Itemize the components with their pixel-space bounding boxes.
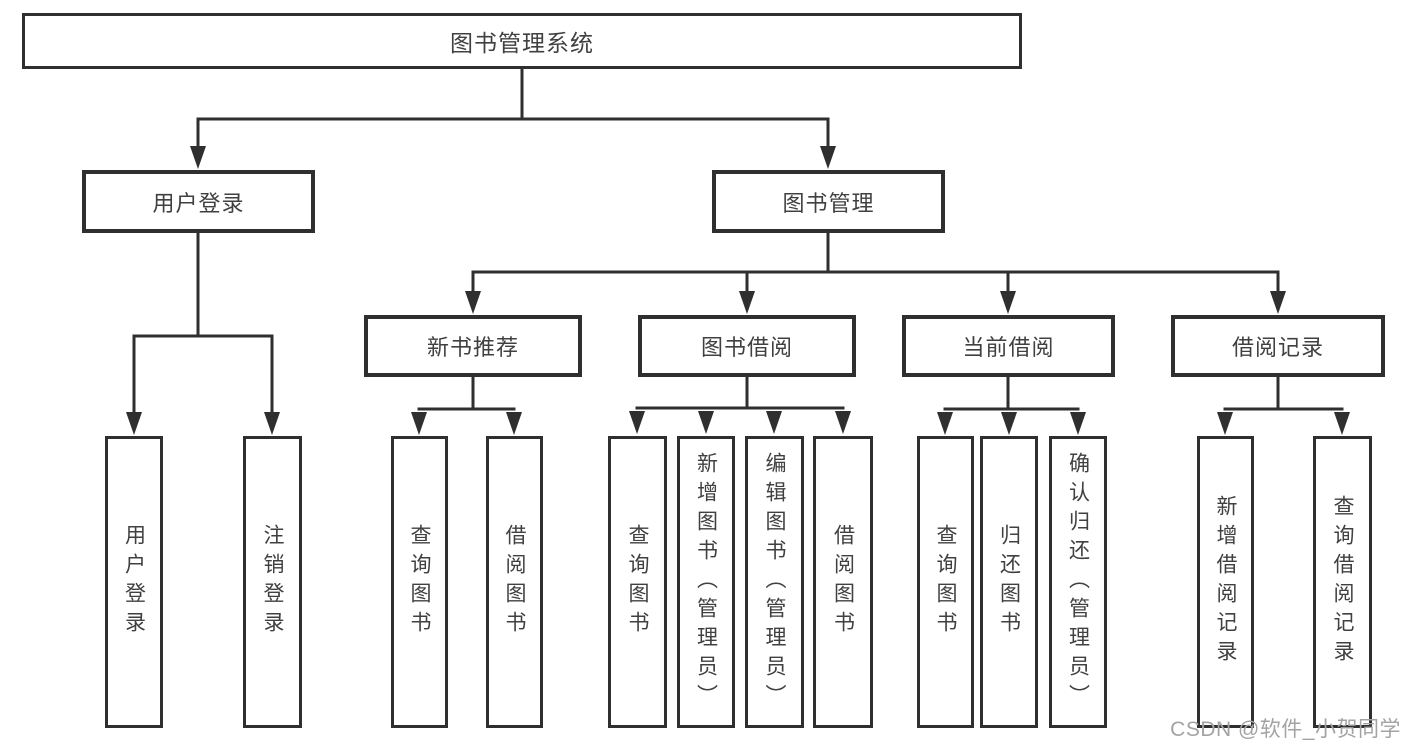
root-node-label: 图书管理系统 [450, 30, 594, 56]
leaf-user-login: 用户登录 [105, 436, 163, 728]
csdn-watermark: CSDN @软件_小贺同学 [1170, 718, 1401, 741]
leaf-query-books-borrow: 查询图书 [608, 436, 667, 728]
leaf-query-books-current-label: 查询图书 [934, 524, 957, 640]
node-book-management-label: 图书管理 [782, 190, 875, 216]
leaf-logout-label: 注销登录 [261, 524, 284, 640]
leaf-add-book-admin: 新增图书（管理员） [677, 436, 735, 728]
leaf-query-borrow-record-label: 查询借阅记录 [1331, 495, 1354, 669]
leaf-borrow-books-label: 借阅图书 [831, 524, 855, 640]
leaf-user-login-label: 用户登录 [122, 524, 146, 640]
leaf-confirm-return-admin-label: 确认归还（管理员） [1066, 451, 1090, 713]
node-current-borrow: 当前借阅 [902, 315, 1115, 377]
leaf-query-books-borrow-label: 查询图书 [626, 524, 649, 640]
leaf-borrow-books-recommend-label: 借阅图书 [503, 524, 526, 640]
leaf-add-book-admin-label: 新增图书（管理员） [694, 451, 718, 713]
node-borrow-records: 借阅记录 [1171, 315, 1385, 377]
leaf-query-books-recommend: 查询图书 [391, 436, 448, 728]
leaf-query-books-current: 查询图书 [917, 436, 974, 728]
leaf-borrow-books-recommend: 借阅图书 [486, 436, 543, 728]
leaf-edit-book-admin: 编辑图书（管理员） [745, 436, 804, 728]
leaf-query-books-recommend-label: 查询图书 [408, 524, 431, 640]
leaf-borrow-books: 借阅图书 [813, 436, 873, 728]
leaf-logout: 注销登录 [243, 436, 302, 728]
node-book-management: 图书管理 [712, 170, 945, 233]
leaf-return-book-label: 归还图书 [997, 524, 1021, 640]
leaf-return-book: 归还图书 [980, 436, 1038, 728]
leaf-confirm-return-admin: 确认归还（管理员） [1049, 436, 1107, 728]
node-new-book-recommend-label: 新书推荐 [426, 335, 519, 360]
leaf-add-borrow-record: 新增借阅记录 [1197, 436, 1254, 728]
node-user-login-label: 用户登录 [152, 190, 245, 216]
node-new-book-recommend: 新书推荐 [364, 315, 582, 377]
node-user-login: 用户登录 [82, 170, 315, 233]
node-borrow-records-label: 借阅记录 [1231, 335, 1324, 360]
node-book-borrow-label: 图书借阅 [700, 335, 793, 360]
leaf-query-borrow-record: 查询借阅记录 [1313, 436, 1372, 728]
root-node-library-management-system: 图书管理系统 [22, 13, 1022, 69]
leaf-add-borrow-record-label: 新增借阅记录 [1214, 495, 1237, 669]
node-current-borrow-label: 当前借阅 [962, 335, 1055, 360]
leaf-edit-book-admin-label: 编辑图书（管理员） [763, 451, 786, 713]
node-book-borrow: 图书借阅 [638, 315, 856, 377]
